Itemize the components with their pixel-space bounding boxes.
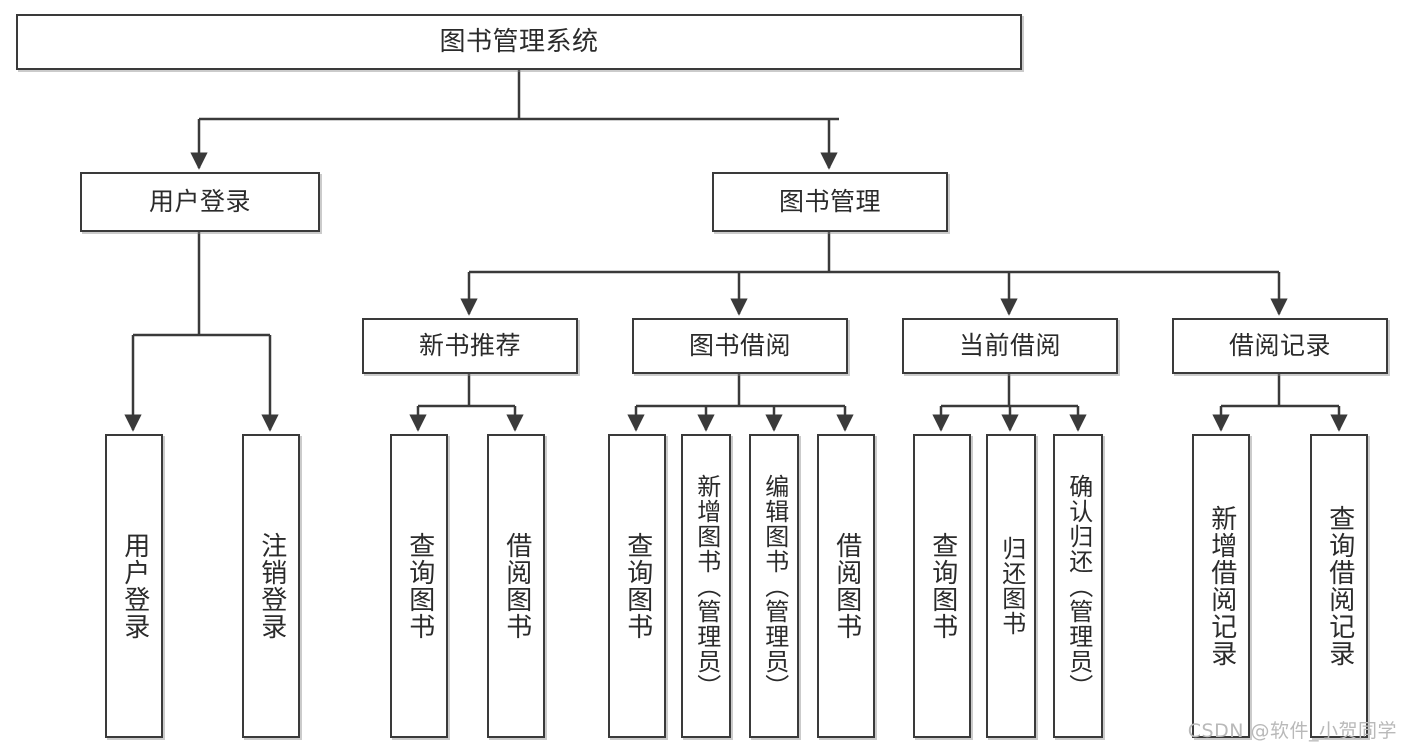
node-leaf-query-book-1[interactable]: 查询图书 <box>390 434 448 738</box>
node-book-manage-label: 图书管理 <box>778 187 881 217</box>
node-root-label: 图书管理系统 <box>439 26 599 57</box>
node-leaf-borrow-book-2-label: 借阅图书 <box>831 532 862 640</box>
node-borrow-record-label: 借阅记录 <box>1228 331 1331 361</box>
node-leaf-borrow-book-2[interactable]: 借阅图书 <box>817 434 875 738</box>
node-leaf-query-book-2-label: 查询图书 <box>622 532 653 640</box>
node-leaf-query-book-2[interactable]: 查询图书 <box>608 434 666 738</box>
node-leaf-borrow-book-1[interactable]: 借阅图书 <box>487 434 545 738</box>
node-book-manage[interactable]: 图书管理 <box>712 172 948 232</box>
node-current-borrow-label: 当前借阅 <box>958 331 1061 361</box>
node-leaf-query-record-label: 查询借阅记录 <box>1324 505 1355 667</box>
node-leaf-borrow-book-1-label: 借阅图书 <box>501 532 532 640</box>
node-leaf-edit-book-label: 编辑图书（管理员） <box>760 473 789 699</box>
node-leaf-return-book-label: 归还图书 <box>997 536 1026 636</box>
node-borrow-record[interactable]: 借阅记录 <box>1172 318 1388 374</box>
node-leaf-query-book-3-label: 查询图书 <box>927 532 958 640</box>
node-leaf-add-book[interactable]: 新增图书（管理员） <box>681 434 731 738</box>
node-leaf-confirm-return-label: 确认归还（管理员） <box>1064 473 1093 699</box>
node-book-borrow-label: 图书借阅 <box>688 331 791 361</box>
node-leaf-query-book-3[interactable]: 查询图书 <box>913 434 971 738</box>
node-leaf-add-book-label: 新增图书（管理员） <box>692 473 721 699</box>
watermark: CSDN @软件_小贺同学 <box>1187 720 1397 742</box>
node-leaf-query-record[interactable]: 查询借阅记录 <box>1310 434 1368 738</box>
node-root[interactable]: 图书管理系统 <box>16 14 1022 70</box>
node-leaf-user-logout-label: 注销登录 <box>256 532 287 640</box>
node-book-borrow[interactable]: 图书借阅 <box>632 318 848 374</box>
node-leaf-add-record-label: 新增借阅记录 <box>1206 505 1237 667</box>
node-leaf-confirm-return[interactable]: 确认归还（管理员） <box>1053 434 1103 738</box>
node-leaf-query-book-1-label: 查询图书 <box>404 532 435 640</box>
node-leaf-return-book[interactable]: 归还图书 <box>986 434 1036 738</box>
node-leaf-user-login[interactable]: 用户登录 <box>105 434 163 738</box>
node-current-borrow[interactable]: 当前借阅 <box>902 318 1118 374</box>
node-leaf-add-record[interactable]: 新增借阅记录 <box>1192 434 1250 738</box>
node-leaf-user-login-label: 用户登录 <box>119 532 150 640</box>
node-leaf-edit-book[interactable]: 编辑图书（管理员） <box>749 434 799 738</box>
node-user-login[interactable]: 用户登录 <box>80 172 320 232</box>
node-new-book-rec-label: 新书推荐 <box>418 331 521 361</box>
node-leaf-user-logout[interactable]: 注销登录 <box>242 434 300 738</box>
node-user-login-label: 用户登录 <box>148 187 251 217</box>
node-new-book-rec[interactable]: 新书推荐 <box>362 318 578 374</box>
